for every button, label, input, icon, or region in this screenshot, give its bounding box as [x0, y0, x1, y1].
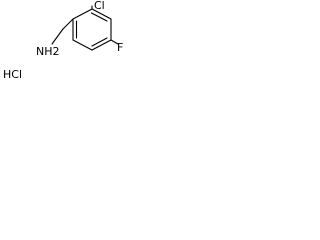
ring-double-bond-inner-2: [90, 12, 108, 22]
chlorine-label: Cl: [94, 0, 105, 12]
bond-to-fluorine: [110, 39, 119, 45]
amine-label: NH2: [36, 45, 60, 58]
bond-ch2-to-nh2: [51, 28, 64, 45]
chemical-structure-diagram: Cl F NH2 HCl: [3, 0, 123, 81]
ring-bond-c2-c3: [91, 8, 112, 20]
bond-ring-to-ch2: [62, 18, 74, 30]
ring-bond-c5-c6: [72, 39, 93, 51]
ring-bond-c1-c2: [72, 8, 93, 20]
ring-bond-c4-c5: [91, 39, 112, 51]
fluorine-label: F: [117, 41, 123, 54]
hydrochloride-label: HCl: [3, 68, 22, 81]
ring-double-bond-inner-3: [91, 37, 108, 47]
